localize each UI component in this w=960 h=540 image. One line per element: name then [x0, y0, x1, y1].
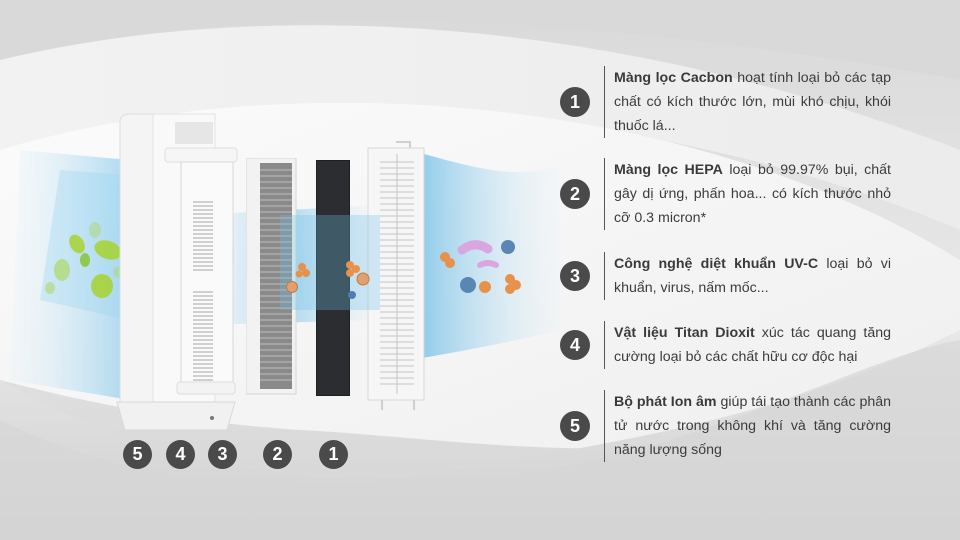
feature-text: Công nghệ diệt khuẩn UV-C loại bỏ vi khu… — [614, 252, 891, 300]
feature-description: loại bỏ vi khuẩn, virus, nấm mốc... — [614, 256, 891, 296]
feature-text: Vật liệu Titan Dioxit xúc tác quang tăng… — [614, 321, 891, 369]
feature-description: hoạt tính loại bỏ các tạp chất có kích t… — [614, 70, 891, 134]
carbon-filter — [316, 160, 350, 396]
feature-description: xúc tác quang tăng cường loại bỏ các chấ… — [614, 325, 891, 365]
feature-badge-2: 2 — [560, 179, 590, 209]
pre-filter-grille — [367, 141, 425, 410]
dust-particles-icon — [286, 261, 370, 299]
feature-title: Màng lọc Cacbon — [614, 70, 733, 86]
component-badge-5: 5 — [123, 440, 152, 469]
feature-text: Màng lọc HEPA loại bỏ 99.97% bụi, chất g… — [614, 158, 891, 230]
component-badge-4: 4 — [166, 440, 195, 469]
feature-badge-4: 4 — [560, 330, 590, 360]
feature-title: Vật liệu Titan Dioxit — [614, 325, 755, 341]
divider — [604, 66, 605, 138]
leaves-icon — [45, 222, 127, 298]
component-badge-3: 3 — [208, 440, 237, 469]
airflow-left — [10, 150, 130, 400]
feature-title: Màng lọc HEPA — [614, 162, 723, 178]
feature-title: Bộ phát Ion âm — [614, 394, 717, 410]
feature-badge-1: 1 — [560, 87, 590, 117]
feature-item-2: 2 Màng lọc HEPA loại bỏ 99.97% bụi, chất… — [560, 158, 900, 230]
feature-badge-3: 3 — [560, 261, 590, 291]
divider — [604, 252, 605, 300]
feature-title: Công nghệ diệt khuẩn UV-C — [614, 256, 819, 272]
divider — [604, 158, 605, 230]
feature-item-4: 4 Vật liệu Titan Dioxit xúc tác quang tă… — [560, 321, 900, 369]
divider — [604, 390, 605, 462]
feature-item-5: 5 Bộ phát Ion âm giúp tái tạo thành các … — [560, 390, 900, 462]
feature-text: Bộ phát Ion âm giúp tái tạo thành các ph… — [614, 390, 891, 462]
feature-item-1: 1 Màng lọc Cacbon hoạt tính loại bỏ các … — [560, 66, 900, 138]
airflow-overlay — [280, 215, 380, 310]
feature-item-3: 3 Công nghệ diệt khuẩn UV-C loại bỏ vi k… — [560, 252, 900, 300]
air-purifier-body — [116, 113, 238, 431]
feature-description: giúp tái tạo thành các phân tử nước tron… — [614, 394, 892, 458]
component-badge-1: 1 — [319, 440, 348, 469]
feature-badge-5: 5 — [560, 411, 590, 441]
feature-text: Màng lọc Cacbon hoạt tính loại bỏ các tạ… — [614, 66, 891, 138]
feature-description: loại bỏ 99.97% bụi, chất gây dị ứng, phấ… — [614, 162, 891, 226]
divider — [604, 321, 605, 369]
hepa-filter — [246, 158, 297, 395]
bacteria-virus-icon — [440, 240, 521, 294]
component-badge-2: 2 — [263, 440, 292, 469]
